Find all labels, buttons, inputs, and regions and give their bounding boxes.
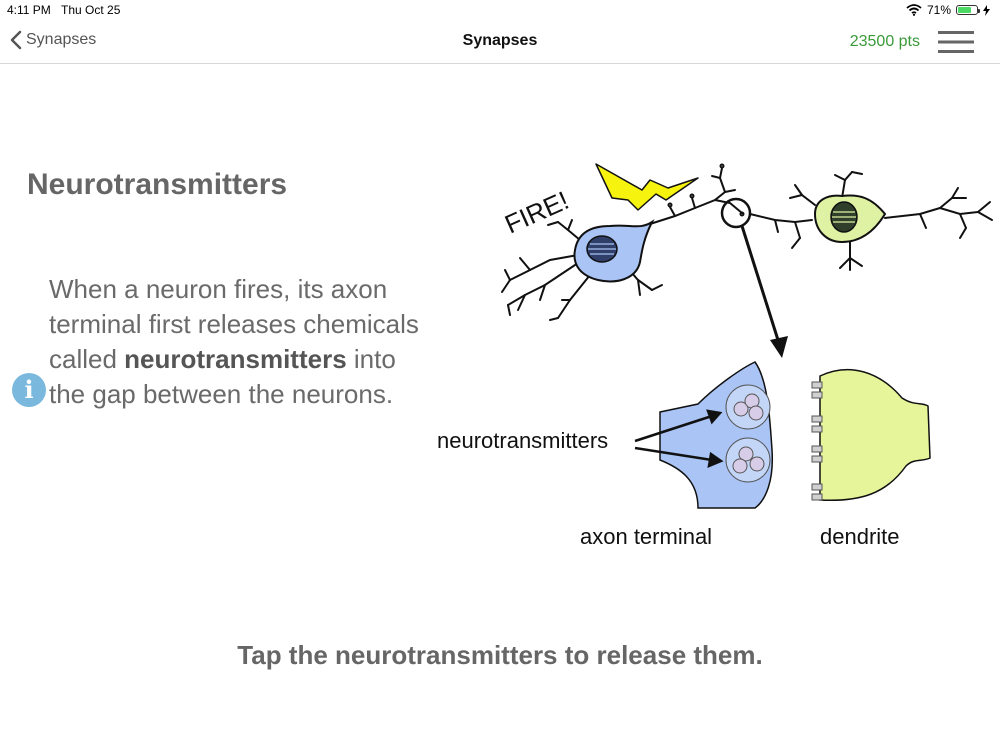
battery-cap	[978, 9, 980, 13]
neurotransmitter-vesicle-top[interactable]	[725, 384, 771, 430]
lesson-body: When a neuron fires, its axon terminal f…	[49, 272, 429, 412]
dendrite-label: dendrite	[820, 524, 900, 549]
info-button[interactable]: i	[12, 373, 46, 407]
instruction-text: Tap the neurotransmitters to release the…	[237, 640, 763, 670]
lesson-body-keyword: neurotransmitters	[124, 344, 347, 374]
status-date: Thu Oct 25	[61, 3, 121, 17]
back-button[interactable]: Synapses	[10, 30, 96, 50]
dendrite-receptors	[811, 381, 823, 501]
lesson-title: Neurotransmitters	[27, 168, 288, 201]
points-counter: 23500 pts	[849, 33, 920, 50]
fire-label: FIRE!	[500, 185, 573, 239]
lesson-body-text-1: When a neuron fires, its axon terminal f…	[49, 274, 419, 374]
sending-axon	[649, 163, 745, 225]
axon-terminal-shape	[659, 361, 774, 509]
lesson-body-text-2: into the gap between the neurons.	[49, 344, 396, 409]
receiving-neuron-dendrites	[749, 171, 993, 271]
neurotransmitter-vesicle-bottom[interactable]	[725, 437, 771, 483]
charging-bolt-icon	[983, 4, 990, 16]
battery-icon	[956, 5, 980, 15]
chevron-left-icon	[10, 30, 22, 50]
wifi-icon	[906, 4, 922, 16]
synapse-zoom-circle	[720, 197, 752, 229]
status-bar: 4:11 PM Thu Oct 25 71%	[0, 0, 1000, 22]
axon-terminal-label: axon terminal	[580, 524, 713, 549]
nav-bar: Synapses Synapses 23500 pts	[0, 22, 1000, 64]
neurotransmitter-pointer-arrows	[634, 409, 724, 469]
battery-fill	[958, 7, 971, 13]
status-right: 71%	[906, 3, 990, 17]
back-button-label: Synapses	[26, 31, 97, 48]
synapse-illustration: FIRE!	[500, 163, 993, 509]
hamburger-menu-icon[interactable]	[938, 30, 974, 54]
neurotransmitters-label[interactable]: neurotransmitters	[437, 428, 609, 453]
dendrite-shape	[819, 368, 931, 502]
sending-neuron-dendrites	[501, 219, 663, 321]
status-time: 4:11 PM	[7, 3, 51, 17]
lightning-bolt-icon	[595, 163, 699, 211]
synapse-diagram: FIRE!	[430, 150, 1000, 560]
zoom-arrow-head	[770, 336, 788, 358]
battery-percent: 71%	[926, 3, 951, 17]
